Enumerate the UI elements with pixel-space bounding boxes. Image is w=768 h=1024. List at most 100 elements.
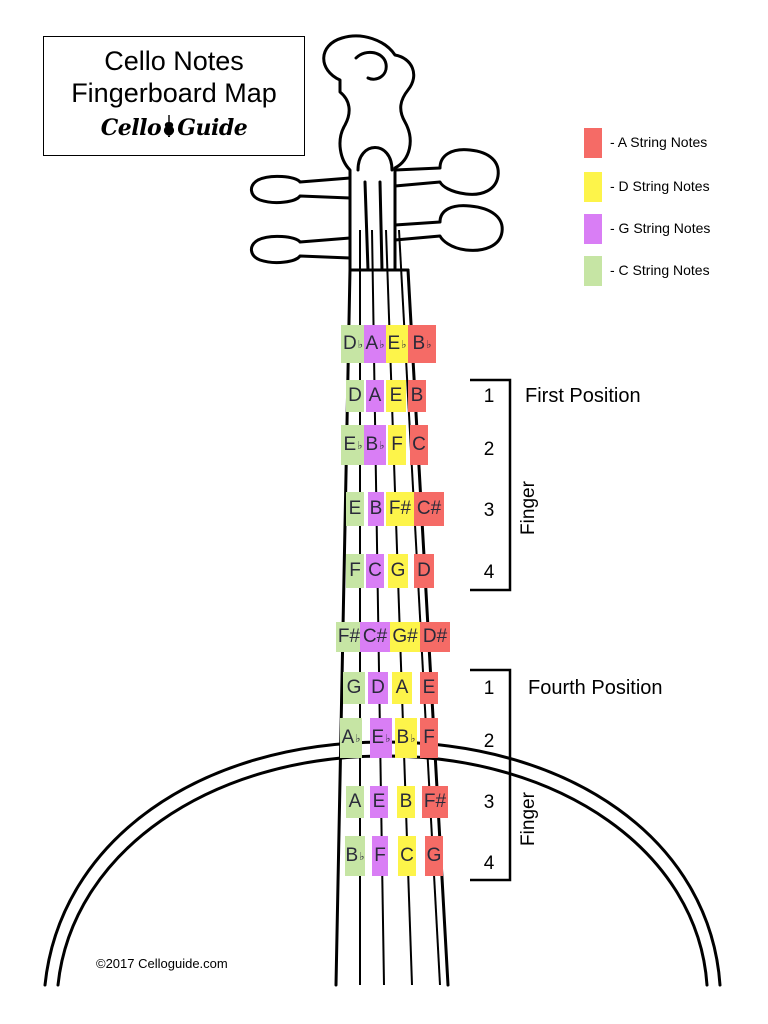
- peg-left-upper: [250, 174, 352, 205]
- finger-axis-label: Finger: [518, 792, 539, 846]
- note-name: B: [410, 385, 424, 406]
- note-d-string: G#: [390, 622, 420, 652]
- note-a-string: D: [414, 554, 434, 588]
- note-d-string: B: [397, 786, 415, 818]
- finger-number-4: 4: [483, 853, 495, 874]
- note-c-string: G: [343, 672, 365, 704]
- note-name: E: [371, 727, 385, 748]
- note-a-string: C: [410, 425, 428, 465]
- note-c-string: D: [346, 380, 364, 412]
- note-name: A: [365, 333, 379, 354]
- note-name: C: [368, 560, 382, 581]
- note-name: B: [365, 434, 379, 455]
- note-name: A: [368, 385, 382, 406]
- peg-left-lower: [250, 234, 352, 265]
- peg-right-upper: [393, 148, 500, 196]
- note-name: F: [374, 845, 386, 866]
- legend-swatch: [584, 214, 602, 244]
- note-g-string: C#: [360, 622, 390, 652]
- note-name: B: [345, 845, 359, 866]
- note-c-string: E: [346, 492, 364, 526]
- note-a-string: E: [420, 672, 438, 704]
- note-g-string: B: [368, 492, 384, 526]
- bracket-first-position: [470, 378, 512, 592]
- fourth-position-label: Fourth Position: [528, 677, 663, 699]
- flat-accidental: ♭: [401, 338, 407, 351]
- first-position-label: First Position: [525, 385, 641, 407]
- flat-accidental: ♭: [426, 338, 432, 351]
- note-name: F: [423, 727, 435, 748]
- note-g-string: F: [372, 836, 388, 876]
- note-name: C: [412, 434, 426, 455]
- note-c-string: E♭: [341, 425, 365, 465]
- brand-text-left: Cello: [100, 115, 162, 141]
- note-d-string: F#: [386, 492, 414, 526]
- note-name: D: [371, 677, 385, 698]
- note-a-string: F: [420, 718, 438, 758]
- note-a-string: B♭: [408, 325, 436, 363]
- note-name: D#: [422, 626, 448, 647]
- finger-number-3: 3: [483, 792, 495, 813]
- flat-accidental: ♭: [379, 338, 385, 351]
- note-c-string: F: [346, 554, 364, 588]
- note-name: G: [390, 560, 406, 581]
- note-g-string: C: [366, 554, 384, 588]
- note-name: E: [372, 791, 386, 812]
- title-line-2: Fingerboard Map: [71, 78, 277, 108]
- legend-label: - D String Notes: [610, 178, 710, 194]
- note-name: G: [346, 677, 362, 698]
- note-g-string: E: [370, 786, 388, 818]
- note-a-string: B: [408, 380, 426, 412]
- note-name: C: [400, 845, 414, 866]
- note-name: F#: [388, 498, 412, 519]
- note-name: F: [391, 434, 403, 455]
- title-line-1: Cello Notes: [104, 46, 244, 76]
- note-d-string: G: [388, 554, 408, 588]
- note-name: E: [422, 677, 436, 698]
- note-name: C#: [362, 626, 388, 647]
- note-d-string: F: [388, 425, 406, 465]
- note-name: B: [369, 498, 383, 519]
- note-d-string: B♭: [395, 718, 417, 758]
- copyright-notice: ©2017 Celloguide.com: [96, 956, 228, 971]
- note-c-string: A♭: [340, 718, 362, 758]
- note-a-string: F#: [422, 786, 448, 818]
- finger-axis-label: Finger: [518, 481, 539, 535]
- note-g-string: A♭: [364, 325, 386, 363]
- flat-accidental: ♭: [359, 850, 365, 863]
- note-name: F: [349, 560, 361, 581]
- legend-label: - G String Notes: [610, 220, 711, 236]
- legend-swatch: [584, 128, 602, 158]
- finger-number-2: 2: [483, 731, 495, 752]
- note-name: E: [348, 498, 362, 519]
- note-a-string: G: [425, 836, 443, 876]
- note-name: E: [387, 333, 401, 354]
- note-a-string: D#: [420, 622, 450, 652]
- legend-swatch: [584, 172, 602, 202]
- peg-right-lower: [393, 204, 504, 252]
- note-c-string: F#: [336, 622, 362, 652]
- flat-accidental: ♭: [385, 732, 391, 745]
- legend-label: - C String Notes: [610, 262, 710, 278]
- note-name: A: [395, 677, 409, 698]
- note-name: A: [341, 727, 355, 748]
- legend-label: - A String Notes: [610, 134, 708, 150]
- note-g-string: B♭: [364, 425, 386, 465]
- finger-number-2: 2: [483, 439, 495, 460]
- note-name: A: [348, 791, 362, 812]
- scroll-outline: [322, 34, 416, 272]
- note-d-string: A: [392, 672, 412, 704]
- note-name: G: [426, 845, 442, 866]
- note-name: D: [417, 560, 431, 581]
- note-g-string: D: [368, 672, 388, 704]
- note-name: B: [396, 727, 410, 748]
- note-name: F#: [423, 791, 447, 812]
- flat-accidental: ♭: [410, 732, 416, 745]
- flat-accidental: ♭: [355, 732, 361, 745]
- note-name: B: [412, 333, 426, 354]
- legend-item-d-string: - D String Notes: [584, 172, 768, 202]
- note-name: G#: [392, 626, 418, 647]
- note-g-string: E♭: [370, 718, 392, 758]
